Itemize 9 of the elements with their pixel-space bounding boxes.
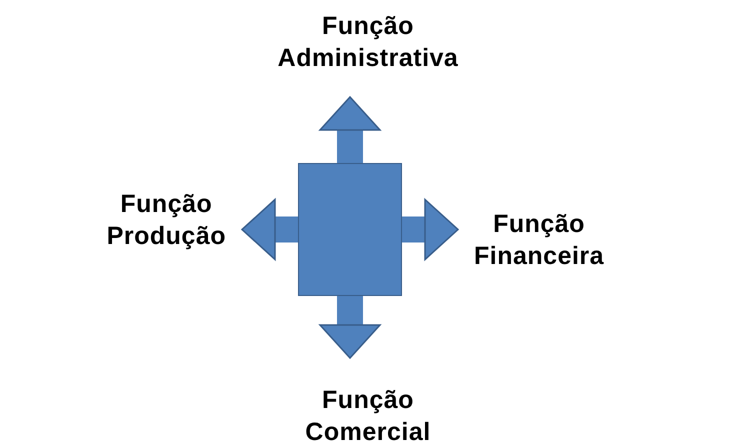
block-arrow [400, 198, 459, 260]
function-label: Função Administrativa [278, 11, 458, 74]
block-arrow [319, 294, 381, 359]
function-label: Função Comercial [305, 385, 431, 448]
function-label: Função Financeira [474, 209, 604, 272]
function-label: Função Produção [106, 189, 226, 252]
block-arrow [319, 96, 381, 165]
center-square [298, 163, 402, 296]
block-arrow [241, 198, 300, 260]
